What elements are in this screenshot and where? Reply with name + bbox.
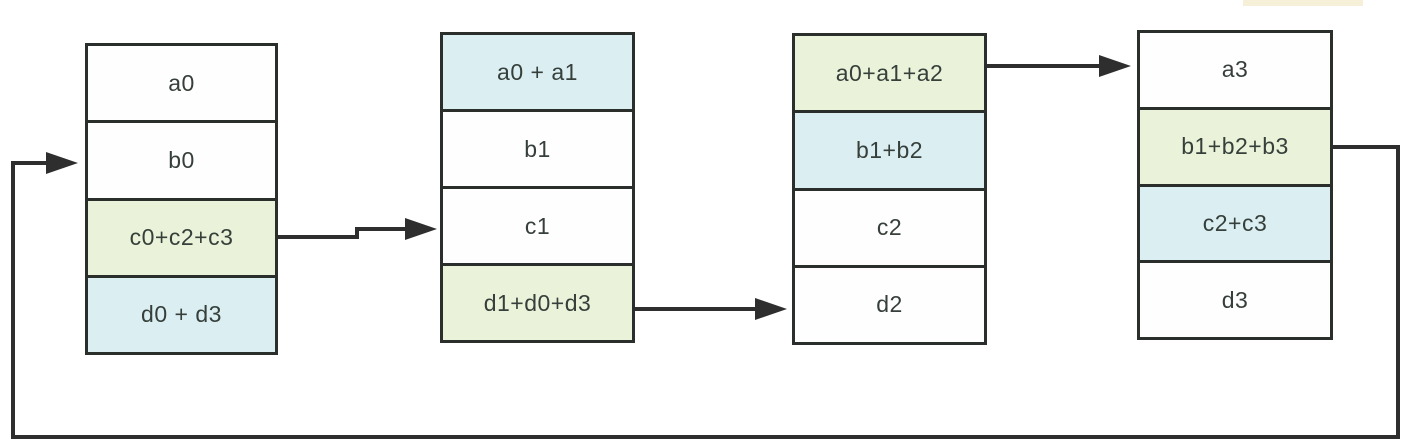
cell-d0d3: d0 + d3 <box>88 277 275 352</box>
edge-c0c2c3-to-c1-arrowhead <box>405 218 437 240</box>
edge-c0c2c3-to-c1-line <box>278 227 408 239</box>
cell-d3: d3 <box>1140 263 1330 337</box>
cell-b1b2b3: b1+b2+b3 <box>1140 109 1330 187</box>
edge-b1b2b3-to-b0-wrap-arrowhead <box>46 152 78 174</box>
cell-a0: a0 <box>88 46 275 124</box>
cell-d2: d2 <box>795 267 984 342</box>
node-column-1: a0 b0 c0+c2+c3 d0 + d3 <box>85 43 278 355</box>
cell-a3: a3 <box>1140 33 1330 110</box>
cell-b1b2: b1+b2 <box>795 113 984 191</box>
cell-a0a1: a0 + a1 <box>443 35 632 112</box>
cell-c1: c1 <box>443 189 632 266</box>
cell-c0c2c3: c0+c2+c3 <box>88 200 275 278</box>
node-column-3: a0+a1+a2 b1+b2 c2 d2 <box>792 33 987 345</box>
edge-a0a1a2-to-a3-arrowhead <box>1099 55 1131 77</box>
highlight-artifact <box>1243 0 1363 6</box>
cell-c2: c2 <box>795 190 984 268</box>
cell-c2c3: c2+c3 <box>1140 186 1330 264</box>
cell-d1d0d3: d1+d0+d3 <box>443 266 632 340</box>
cell-b0: b0 <box>88 123 275 201</box>
node-column-4: a3 b1+b2+b3 c2+c3 d3 <box>1137 30 1333 340</box>
cell-a0a1a2: a0+a1+a2 <box>795 36 984 114</box>
edge-d1d0d3-to-d2-arrowhead <box>755 298 787 320</box>
cell-b1: b1 <box>443 112 632 189</box>
node-column-2: a0 + a1 b1 c1 d1+d0+d3 <box>440 32 635 343</box>
